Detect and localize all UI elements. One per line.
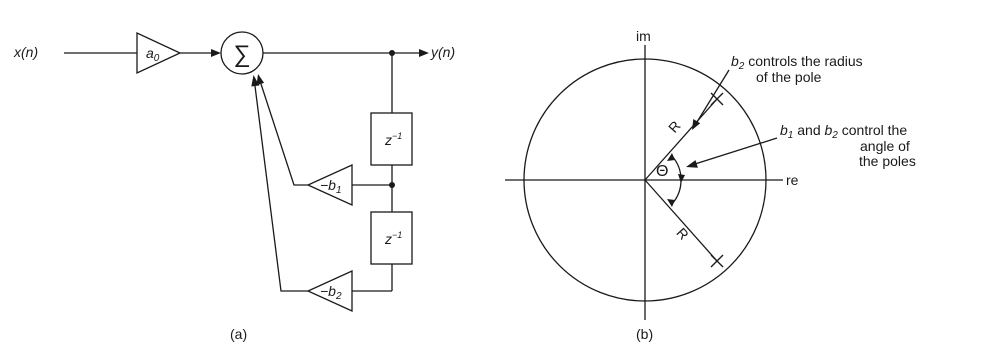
gain-b2-triangle: [306, 269, 353, 313]
b1-feedback-arrowhead: [256, 74, 265, 86]
annotation-angle-arrowhead: [686, 160, 698, 168]
annotation-radius-line2: of the pole: [756, 69, 822, 85]
upper-angle-arrowhead-2: [678, 174, 685, 183]
annotation-radius-arrowhead: [692, 119, 701, 130]
panel-b-caption: (b): [636, 326, 653, 342]
upper-radius-label: R: [665, 118, 684, 136]
annotation-angle-line1: b1 and b2 control the: [780, 122, 907, 141]
annotation-angle-line3: the poles: [859, 153, 916, 169]
b2-feedback-path: [254, 85, 308, 292]
panel-a-caption: (a): [230, 326, 247, 342]
lower-pole-marker: [710, 254, 724, 268]
theta-label: Θ: [656, 163, 668, 180]
input-label-xn: x(n): [13, 44, 38, 60]
output-arrowhead: [419, 49, 429, 57]
output-label-yn: y(n): [430, 44, 455, 60]
annotation-angle-pointer: [694, 137, 778, 165]
panel-b-pole-plot: im re R R Θ b2 controls the radius of th…: [505, 28, 916, 342]
gain-b1-triangle: [306, 163, 353, 207]
upper-angle-arrowhead: [667, 153, 675, 161]
gain-a0-triangle: [136, 31, 182, 75]
upper-pole-marker: [710, 92, 724, 106]
sum-symbol: ∑: [233, 41, 250, 68]
lower-radius-line: [644, 179, 718, 262]
upper-radius-line: [644, 98, 718, 181]
annotation-radius-line1: b2 controls the radius: [731, 53, 863, 72]
lower-radius-label: R: [673, 225, 692, 243]
sum-input-arrowhead: [211, 49, 221, 57]
b1-feedback-path: [260, 83, 308, 186]
delay1-label: z−1: [384, 131, 402, 148]
annotation-radius-pointer: [696, 69, 730, 123]
axis-im-label: im: [636, 28, 651, 44]
b2-feedback-arrowhead: [251, 75, 260, 87]
annotation-angle-line2: angle of: [860, 138, 910, 154]
gain-b2-label: −b2: [320, 283, 342, 302]
gain-b1-label: −b1: [320, 177, 342, 196]
panel-a-block-diagram: x(n) a0 ∑ y(n) z−1 z−1 −b1: [13, 31, 455, 342]
lower-angle-arrowhead: [667, 199, 675, 207]
delay2-label: z−1: [384, 230, 402, 247]
gain-a0-label: a0: [146, 45, 160, 64]
axis-re-label: re: [786, 172, 799, 188]
